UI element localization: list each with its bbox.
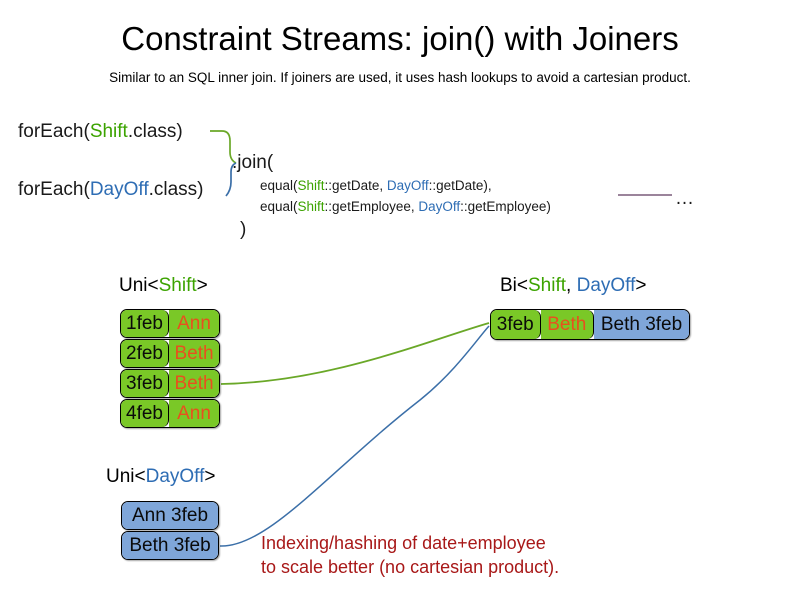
uni-shift-prefix: Uni<	[119, 275, 159, 296]
shift-employee-cell: Beth	[169, 370, 219, 397]
foreach-dayoff-suffix: .class)	[148, 179, 204, 200]
foreach-dayoff-prefix: forEach(	[18, 179, 90, 200]
arg1-left-type: Shift	[297, 178, 325, 193]
arg2-left-type: Shift	[297, 199, 325, 214]
shift-fact-row[interactable]: 4feb Ann	[120, 399, 220, 428]
shift-date-cell: 3feb	[121, 370, 170, 397]
label-bi-tuple: Bi<Shift, DayOff>	[500, 275, 646, 297]
bi-shift-employee-cell: Beth	[540, 310, 595, 339]
label-uni-shift: Uni<Shift>	[119, 275, 208, 297]
annotation-text: Indexing/hashing of date+employee to sca…	[261, 531, 559, 579]
bi-type-b: DayOff	[576, 275, 636, 296]
bi-type-a: Shift	[528, 275, 567, 296]
arg1-fn: equal(	[260, 178, 298, 193]
shift-employee-cell: Ann	[169, 310, 219, 337]
uni-shift-type: Shift	[158, 275, 197, 296]
page-subtitle: Similar to an SQL inner join. If joiners…	[109, 70, 691, 85]
arg1-left-method: ::getDate,	[324, 178, 387, 193]
code-join-open: .join(	[232, 152, 274, 173]
code-joiner-arg-2: equal(Shift::getEmployee, DayOff::getEmp…	[260, 199, 551, 214]
code-foreach-shift: forEach(Shift.class)	[18, 121, 183, 143]
bi-suffix: >	[635, 275, 647, 296]
bi-tuple-row[interactable]: 3feb Beth Beth 3feb	[490, 309, 690, 340]
code-joiner-arg-1: equal(Shift::getDate, DayOff::getDate),	[260, 178, 492, 193]
shift-fact-row[interactable]: 1feb Ann	[120, 309, 220, 338]
dayoff-cell: Ann 3feb	[122, 502, 218, 529]
dayoff-fact-row[interactable]: Ann 3feb	[121, 501, 219, 530]
shift-fact-row[interactable]: 3feb Beth	[120, 369, 220, 398]
shift-employee-cell: Ann	[169, 400, 219, 427]
bi-dayoff-cell: Beth 3feb	[594, 310, 689, 339]
dayoff-cell: Beth 3feb	[122, 532, 218, 559]
arg2-right-type: DayOff	[418, 199, 461, 214]
shift-fact-row[interactable]: 2feb Beth	[120, 339, 220, 368]
uni-dayoff-prefix: Uni<	[106, 466, 146, 487]
shift-date-cell: 2feb	[121, 340, 170, 367]
ellipsis-text: …	[675, 188, 694, 209]
uni-dayoff-type: DayOff	[145, 466, 205, 487]
arg2-left-method: ::getEmployee,	[324, 199, 419, 214]
arg2-fn: equal(	[260, 199, 298, 214]
uni-shift-suffix: >	[196, 275, 208, 296]
uni-dayoff-suffix: >	[204, 466, 216, 487]
foreach-shift-type: Shift	[89, 121, 128, 142]
shift-date-cell: 1feb	[121, 310, 170, 337]
label-uni-dayoff: Uni<DayOff>	[106, 466, 216, 488]
code-foreach-dayoff: forEach(DayOff.class)	[18, 179, 204, 201]
connector-shift-row-to-bi	[220, 322, 490, 385]
foreach-dayoff-type: DayOff	[89, 179, 149, 200]
arg2-right-method: ::getEmployee)	[460, 199, 551, 214]
shift-date-cell: 4feb	[121, 400, 170, 427]
code-join-close: )	[240, 219, 247, 240]
bi-shift-date-cell: 3feb	[491, 310, 541, 339]
annotation-line-2: to scale better (no cartesian product).	[261, 557, 560, 577]
bi-separator: ,	[566, 275, 577, 296]
shift-employee-cell: Beth	[169, 340, 219, 367]
annotation-line-1: Indexing/hashing of date+employee	[261, 533, 546, 553]
arg1-right-type: DayOff	[386, 178, 429, 193]
arg1-right-method: ::getDate),	[428, 178, 492, 193]
connector-dayoff-row-to-bi	[219, 325, 490, 547]
foreach-shift-suffix: .class)	[127, 121, 183, 142]
page-title: Constraint Streams: join() with Joiners	[121, 20, 679, 57]
dayoff-fact-row[interactable]: Beth 3feb	[121, 531, 219, 560]
foreach-shift-prefix: forEach(	[18, 121, 90, 142]
bi-prefix: Bi<	[500, 275, 528, 296]
